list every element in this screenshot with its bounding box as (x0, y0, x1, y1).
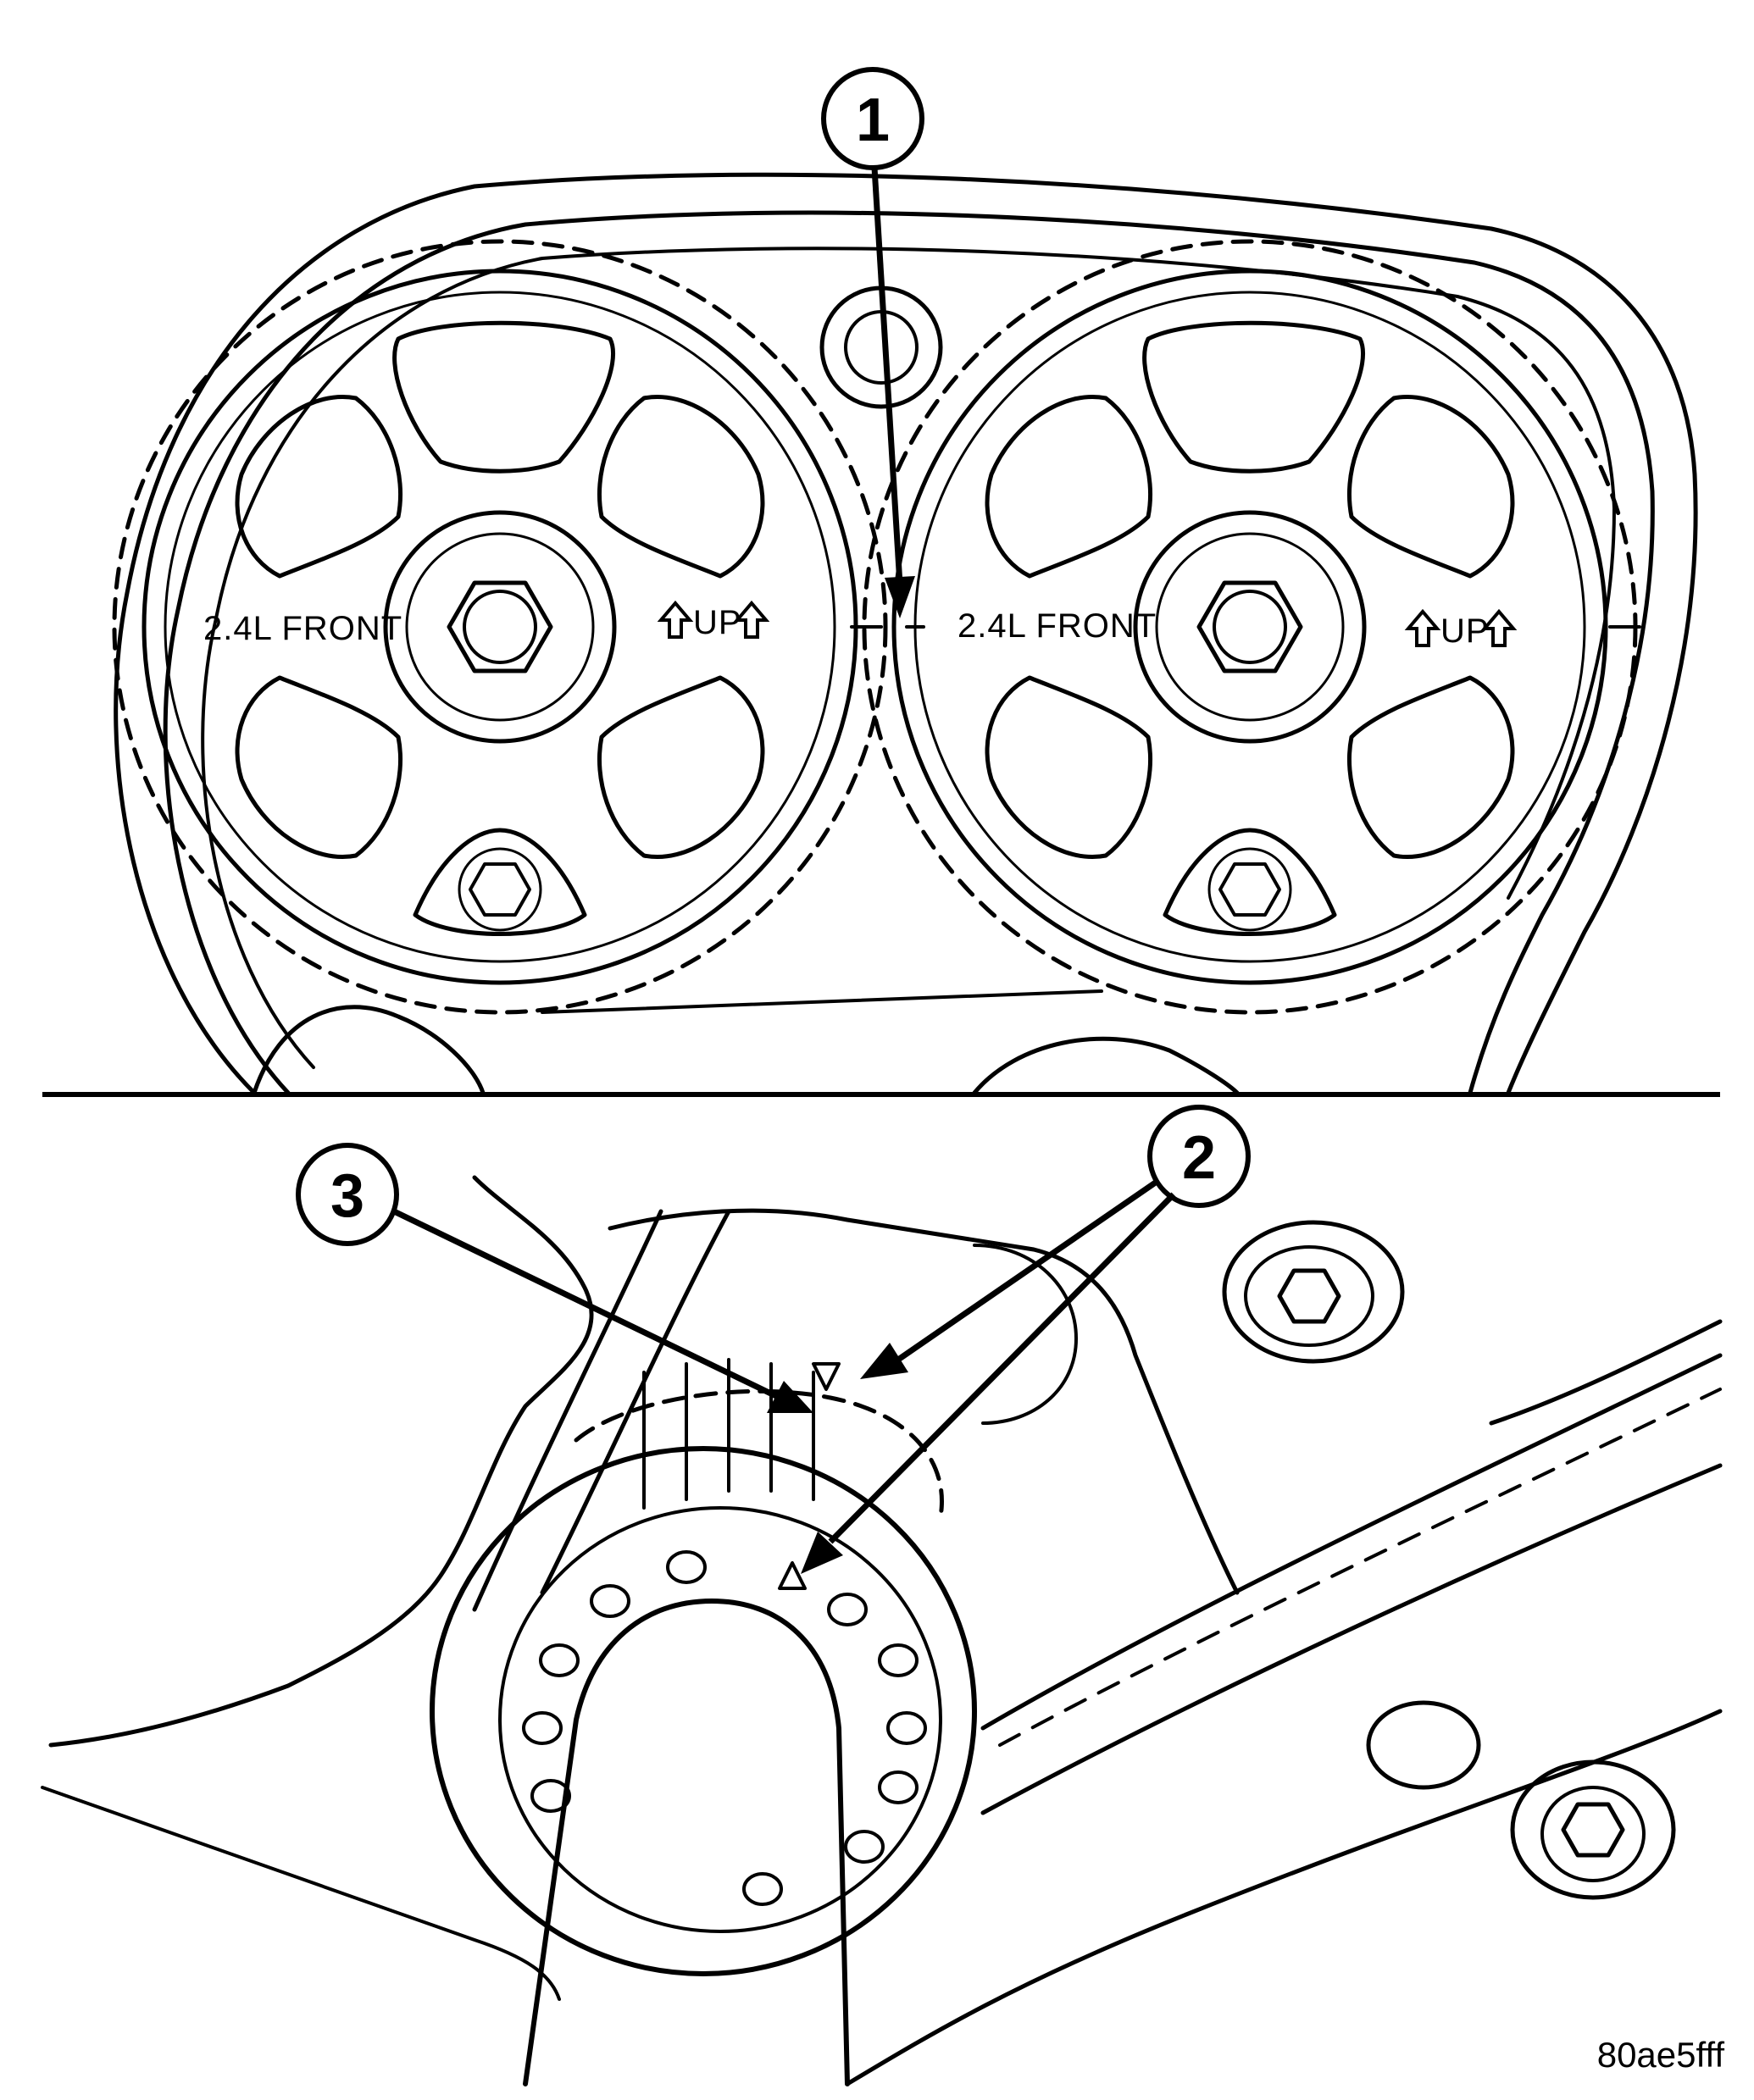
callout-3: 3 (296, 1143, 813, 1413)
spoke-window (413, 828, 587, 936)
spoke-window (1346, 395, 1515, 579)
spoke-window (1163, 828, 1337, 936)
block-outline-2 (41, 1786, 561, 2001)
oil-pump-housing (608, 1208, 1240, 1595)
crank-flange-inner (498, 1506, 942, 1933)
arrowhead-icon (767, 1381, 813, 1413)
hex-bolt-icon (1196, 580, 1303, 673)
block-outline (48, 1175, 594, 1748)
belt-upper-run (1489, 1319, 1723, 1426)
spoke-window (597, 675, 765, 859)
spoke-window (985, 395, 1153, 579)
callout-2: 2 (801, 1105, 1251, 1574)
front-label: 2.4L FRONT (957, 607, 1157, 645)
spoke-window (392, 320, 615, 474)
belt-left-run-2 (540, 1209, 731, 1595)
sprocket-teeth (112, 239, 888, 1015)
sprocket-rim (891, 269, 1608, 985)
flange-holes (522, 1550, 927, 1906)
right-sprocket-labels: 2.4L FRONT UP (957, 607, 1518, 650)
arrowhead-icon (860, 1343, 908, 1379)
callout-2-number: 2 (1182, 1124, 1216, 1192)
left-sprocket-labels: 2.4L FRONT UP (203, 600, 770, 647)
callout-1: 1 (821, 67, 924, 618)
hex-bolt-icon (447, 580, 553, 673)
boss (1366, 1700, 1481, 1790)
figure-id: 80ae5fff (1597, 2035, 1725, 2075)
up-label: UP (1440, 612, 1490, 650)
belt-lower-run-edge (980, 1463, 1723, 1815)
sprocket-hub-inner (405, 532, 595, 722)
spoke-window (235, 395, 403, 579)
hex-bolt-icon (1561, 1802, 1625, 1858)
callout-1-leader (871, 167, 903, 585)
arrowhead-icon (801, 1532, 843, 1574)
triangle-mark-icon (812, 1362, 841, 1391)
sprocket-hub-inner (1155, 532, 1345, 722)
front-label: 2.4L FRONT (203, 610, 402, 647)
callout-2-leader-a (896, 1179, 1158, 1362)
belt-outer-edge (163, 210, 1655, 1095)
sprocket-hub (383, 510, 617, 744)
up-label: UP (693, 604, 742, 641)
callout-3-leader (392, 1208, 781, 1401)
spoke-window (235, 675, 403, 859)
up-arrow-icon (733, 600, 770, 639)
lower-pulley-right (972, 1036, 1240, 1095)
top-panel (112, 172, 1698, 1095)
belt-lower-span (541, 989, 1103, 1014)
sprocket-inner-rim (164, 291, 836, 963)
hex-bolt-icon (1277, 1268, 1341, 1324)
hex-bolt-icon (1218, 862, 1281, 917)
upper-bolt (1222, 1220, 1405, 1364)
crank-flange (430, 1446, 977, 1976)
up-arrow-icon (657, 600, 694, 639)
callout-2-leader-b (828, 1192, 1176, 1544)
housing-flange (973, 1244, 1078, 1425)
triangle-mark-icon (778, 1561, 807, 1590)
spoke-window (597, 395, 765, 579)
callout-1-number: 1 (856, 86, 890, 154)
left-cam-sprocket (112, 239, 888, 1015)
spoke-window (1142, 320, 1365, 474)
right-cam-sprocket (862, 239, 1641, 1015)
arrowhead-icon (885, 576, 915, 618)
spoke-window (985, 675, 1153, 859)
crank-sprocket (430, 1358, 977, 2086)
belt-bottom (845, 1709, 1723, 2086)
belt-lower-run (980, 1353, 1723, 1731)
sprocket-teeth (574, 1388, 944, 1519)
sprocket-hub (1133, 510, 1367, 744)
bottom-panel (41, 1175, 1723, 2086)
up-arrow-icon (1480, 608, 1518, 647)
up-arrow-icon (1404, 608, 1441, 647)
hex-bolt-icon (469, 862, 531, 917)
belt-cover-outline (114, 172, 1698, 1095)
belt-teeth (998, 1388, 1722, 1747)
belt-left-run (472, 1209, 663, 1612)
crankshaft-nose (523, 1599, 850, 2086)
callout-3-number: 3 (330, 1162, 364, 1230)
lower-pulley-left (252, 1005, 486, 1095)
spoke-window (1346, 675, 1515, 859)
